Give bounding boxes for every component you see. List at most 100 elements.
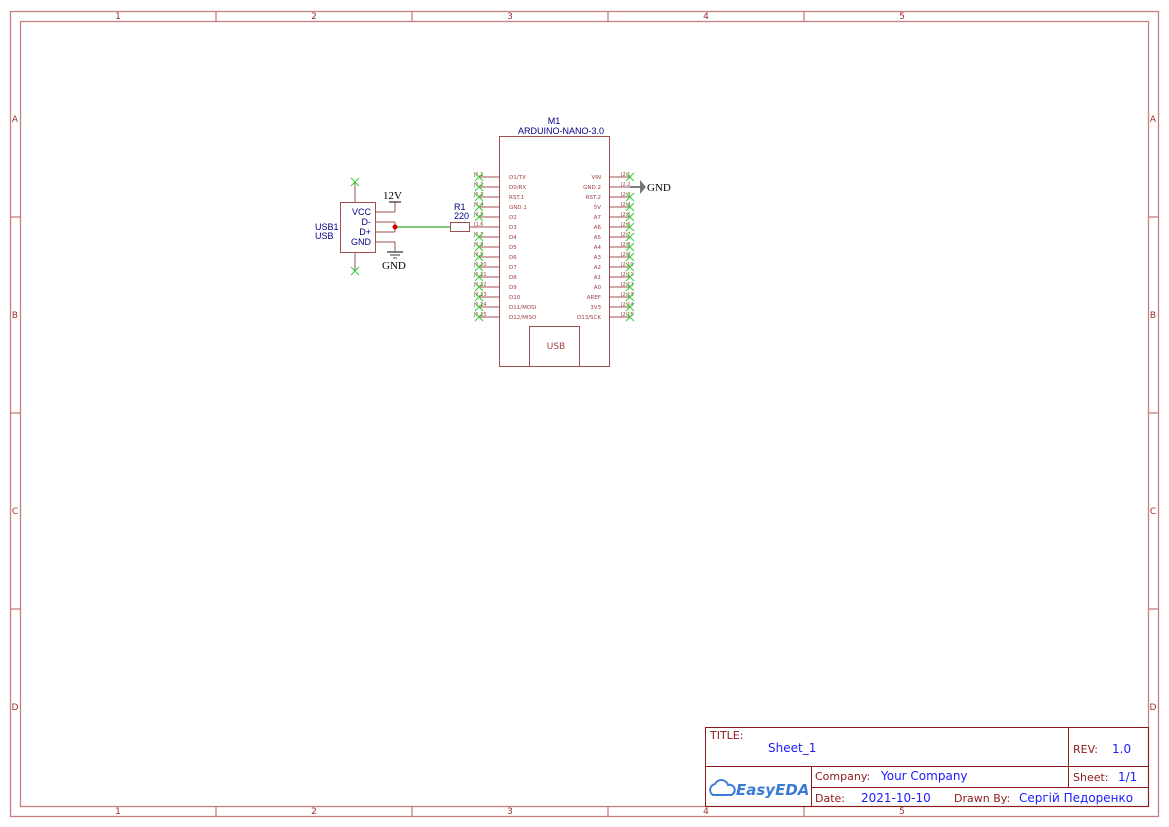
pin-number: J1.10 [473, 262, 487, 268]
usb-designator: USB1 [315, 222, 339, 232]
date-value: 2021-10-10 [861, 791, 931, 805]
pin-number: J2.15 [620, 312, 634, 318]
pin-number: J2.4 [620, 202, 630, 208]
pin-number: J2.10 [620, 262, 634, 268]
arduino-pin-right[interactable]: A0 J2.12 [594, 282, 635, 292]
pin-name: D10 [509, 295, 521, 301]
title-label: TITLE: [709, 729, 743, 742]
arduino-pin-left[interactable]: D12/MISOJ1.15 [473, 312, 537, 322]
pin-name: D7 [509, 265, 517, 271]
arduino-usb-label: USB [547, 342, 565, 352]
arduino-pin-left[interactable]: D6 J1.9 [473, 252, 517, 262]
zone-column-label: 3 [507, 807, 513, 817]
easyeda-logo: EasyEDA [709, 779, 809, 799]
zone-row-label: A [1150, 115, 1157, 125]
net-12v-label: 12V [383, 190, 402, 202]
zone-column-label: 5 [899, 12, 905, 22]
arduino-nano[interactable]: M1 ARDUINO-NANO-3.0 USB D1/TXJ1.1D0/RXJ1… [473, 116, 635, 367]
pin-name: D1/TX [509, 175, 526, 181]
rev-label: REV: [1073, 743, 1098, 756]
pin-name: 5V [594, 205, 601, 211]
arduino-pin-right[interactable]: AREFJ2.13 [587, 292, 635, 302]
pin-name: D4 [509, 235, 517, 241]
arduino-pin-right[interactable]: A6 J2.6 [594, 222, 635, 232]
arduino-pin-left[interactable]: D1/TX J1.1 [473, 172, 526, 182]
pin-number: J1.1 [473, 172, 483, 178]
arduino-pin-left[interactable]: D4 J1.7 [473, 232, 517, 242]
pin-number: J2.9 [620, 252, 630, 258]
zone-row-label: A [12, 115, 19, 125]
pin-number: J1.3 [473, 192, 483, 198]
pin-name: D11/MOSI [509, 305, 537, 311]
pin-number: J2.3 [620, 192, 630, 198]
pin-name: GND.1 [509, 205, 527, 211]
r1-value: 220 [454, 211, 469, 221]
pin-number: J1.6 [473, 222, 483, 228]
zone-row-label: B [1150, 311, 1156, 321]
net-gnd-label: GND [382, 260, 406, 272]
pin-number: J1.2 [473, 182, 483, 188]
usb-pin-dplus: D+ [359, 227, 371, 237]
arduino-pin-left[interactable]: D11/MOSIJ1.14 [473, 302, 537, 312]
arduino-pin-left[interactable]: D8J1.11 [473, 272, 517, 282]
zone-column-label: 4 [703, 12, 709, 22]
pin-name: A1 [594, 275, 601, 281]
arduino-pin-right[interactable]: A1 J2.11 [594, 272, 635, 282]
arduino-pin-left[interactable]: GND.1 J1.4 [473, 202, 527, 212]
usb-connector[interactable]: VCC D- D+ GND USB1 USB [315, 177, 396, 276]
arduino-pin-left[interactable]: RST.1J1.3 [473, 192, 524, 202]
logo-text: EasyEDA [736, 781, 809, 799]
arduino-pin-right[interactable]: 3V3J2.14 [590, 302, 635, 312]
zone-row-label: D [1150, 703, 1157, 713]
pin-name: GND.2 [583, 185, 601, 191]
pin-name: D6 [509, 255, 517, 261]
pin-number: J1.9 [473, 252, 483, 258]
sheet-value: 1/1 [1118, 770, 1137, 784]
pin-number: J1.4 [473, 202, 483, 208]
zone-column-label: 1 [115, 12, 121, 22]
arduino-pin-left[interactable]: D9J1.12 [473, 282, 517, 292]
drawn-by-label: Drawn By: [954, 792, 1010, 805]
pin-name: A4 [594, 245, 602, 251]
rev-value: 1.0 [1112, 742, 1131, 756]
arduino-pin-right[interactable]: 5V J2.4 [594, 202, 635, 212]
pin-name: D9 [509, 285, 517, 291]
pin-number: J1.11 [473, 272, 487, 278]
arduino-pin-right[interactable]: A2J2.10 [594, 262, 635, 272]
arduino-pin-left[interactable]: D10J1.13 [473, 292, 521, 302]
zone-row-label: C [1150, 507, 1156, 517]
arduino-pin-right[interactable]: D13/SCKJ2.15 [577, 312, 635, 322]
title-value: Sheet_1 [768, 741, 816, 755]
zone-column-label: 3 [507, 12, 513, 22]
r1-designator: R1 [454, 202, 466, 212]
pin-number: J1.7 [473, 232, 483, 238]
zone-column-label: 1 [115, 807, 121, 817]
pin-number: J2.1 [620, 172, 630, 178]
gnd-net-flag [630, 180, 646, 194]
no-connect-icon [350, 177, 360, 276]
pin-number: J2.11 [620, 272, 634, 278]
pin-number: J2.7 [620, 232, 630, 238]
pin-name: A6 [594, 225, 602, 231]
resistor-r1[interactable]: R1 220 [450, 202, 481, 232]
title-block: TITLE: Sheet_1 REV: 1.0 Company: Your Co… [705, 727, 1149, 807]
arduino-pin-left[interactable]: D7 J1.10 [473, 262, 517, 272]
pin-number: J2.6 [620, 222, 630, 228]
zone-row-label: C [12, 507, 18, 517]
pin-name: A7 [594, 215, 602, 221]
pin-name: A0 [594, 285, 602, 291]
pin-number: J2.12 [620, 282, 634, 288]
